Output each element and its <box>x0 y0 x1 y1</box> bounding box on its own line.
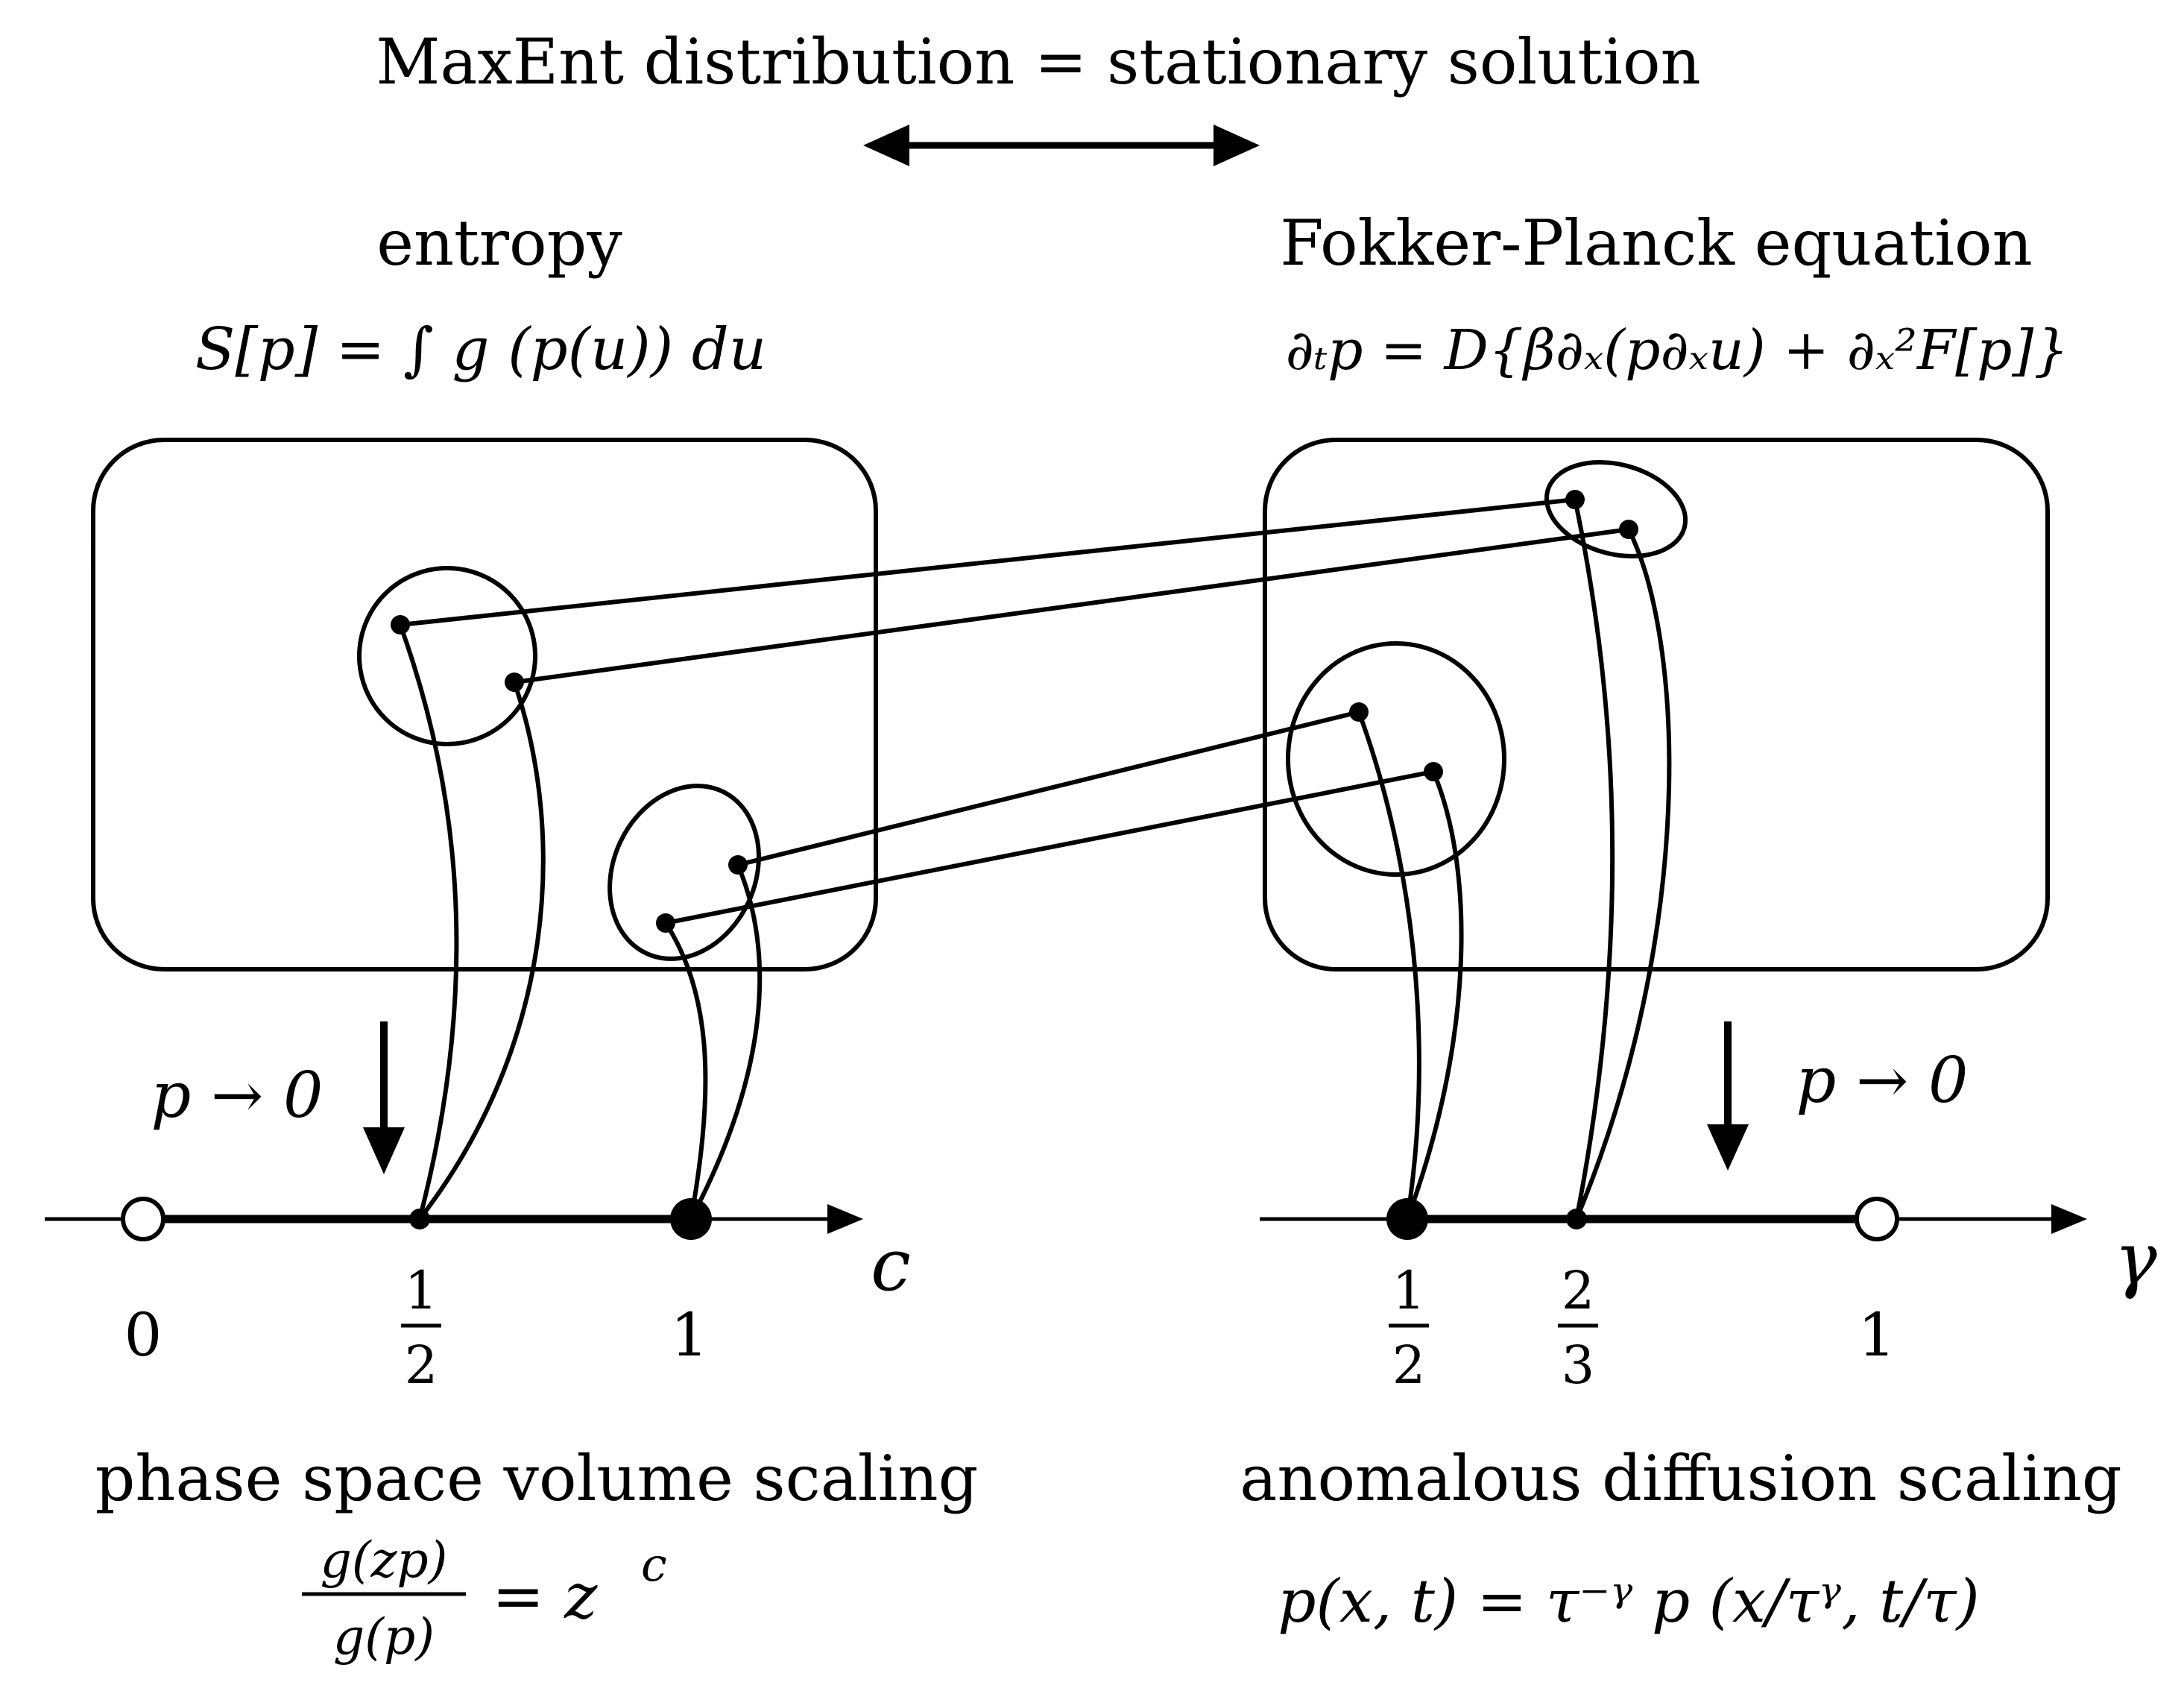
svg-text:2: 2 <box>405 1335 438 1396</box>
svg-text:2: 2 <box>1562 1260 1595 1321</box>
fokker-planck-formula: ∂ₜp = D{β∂ₓ(p∂ₓu) + ∂ₓ²F[p]} <box>1286 318 2069 382</box>
c-tick-1-label: 1 <box>671 1300 709 1370</box>
entropy-title: entropy <box>376 207 622 280</box>
phase-space-title: phase space volume scaling <box>95 1442 979 1515</box>
down-arrow-icon-right <box>1707 1021 1749 1171</box>
gamma-tick-1-label: 1 <box>1858 1300 1896 1370</box>
family-ellipse-left-lower <box>607 784 761 961</box>
anomalous-diffusion-formula: p(x, t) = τ⁻ᵞ p (x/τᵞ, t/τ) <box>1278 1566 1979 1636</box>
fokker-planck-space-box <box>1263 438 2050 971</box>
svg-text:1: 1 <box>405 1260 438 1321</box>
double-arrow-icon <box>863 125 1260 166</box>
svg-text:1: 1 <box>1392 1260 1426 1321</box>
gamma-axis <box>1260 1204 2087 1234</box>
c-tick-0-marker <box>121 1197 165 1241</box>
gamma-tick-1-marker <box>1855 1197 1899 1241</box>
entropy-formula: S[p] = ∫ g (p(u)) du <box>195 316 766 383</box>
gamma-tick-two-thirds-marker <box>1566 1209 1587 1229</box>
limit-curves <box>398 497 1672 1221</box>
family-ellipse-left-upper <box>357 566 537 746</box>
phase-space-formula: g(zp) g(p) = z c <box>302 1531 667 1666</box>
family-ellipse-right-lower <box>1286 641 1506 877</box>
c-tick-1-marker <box>670 1198 712 1240</box>
mapping-lines <box>400 497 1629 925</box>
right-limit-label: p → 0 <box>1796 1044 1969 1117</box>
gamma-tick-half-marker <box>1386 1198 1428 1240</box>
entropy-space-box <box>91 438 878 971</box>
svg-text:g(p): g(p) <box>333 1608 435 1666</box>
gamma-tick-half-label: 1 2 <box>1389 1260 1429 1396</box>
family-ellipse-right-upper <box>1544 460 1688 558</box>
down-arrow-icon <box>363 1021 405 1174</box>
svg-text:g(zp): g(zp) <box>321 1531 448 1589</box>
svg-text:2: 2 <box>1392 1335 1426 1396</box>
gamma-axis-variable: γ <box>2114 1218 2157 1301</box>
c-tick-half-label: 1 2 <box>401 1260 441 1396</box>
fokker-planck-title: Fokker-Planck equation <box>1280 207 2032 280</box>
header-title: MaxEnt distribution = stationary solutio… <box>376 25 1700 98</box>
c-axis <box>45 1204 863 1234</box>
svg-text:c: c <box>641 1537 667 1592</box>
left-limit-label: p → 0 <box>151 1059 324 1132</box>
svg-text:= z: = z <box>492 1560 598 1633</box>
distribution-points <box>391 490 1638 933</box>
c-tick-half-marker <box>409 1209 430 1229</box>
gamma-tick-two-thirds-label: 2 3 <box>1558 1260 1598 1396</box>
c-tick-0-label: 0 <box>124 1300 162 1370</box>
svg-text:3: 3 <box>1562 1335 1595 1396</box>
anomalous-diffusion-title: anomalous diffusion scaling <box>1240 1442 2121 1515</box>
c-axis-variable: c <box>871 1224 911 1307</box>
